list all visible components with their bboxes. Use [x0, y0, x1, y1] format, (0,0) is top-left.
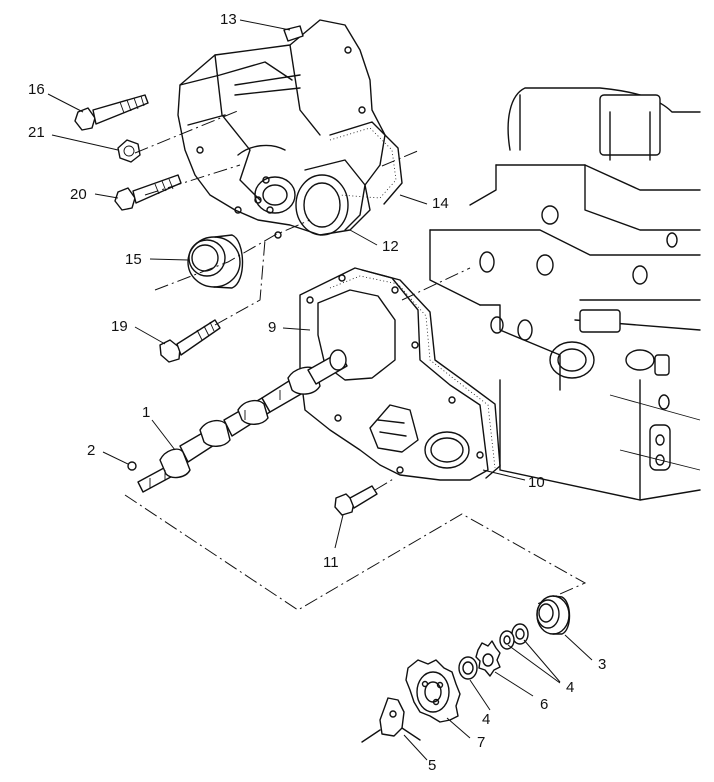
callout-7: 5 — [428, 757, 437, 774]
callout-4-lower: 4 — [482, 711, 491, 728]
washers-4 — [458, 623, 529, 680]
seal-3 — [536, 595, 571, 635]
bolt-16 — [74, 94, 149, 131]
timing-cover — [177, 19, 386, 239]
callout-10: 10 — [528, 474, 545, 491]
assembly-centerlines — [124, 109, 587, 611]
callout-6: 7 — [477, 734, 486, 751]
front-gasket-10 — [329, 275, 496, 469]
callout-21: 21 — [28, 124, 45, 141]
shaft-7 — [361, 697, 421, 743]
bolt-19 — [159, 319, 221, 363]
callout-14: 14 — [432, 195, 449, 212]
callout-4-upper: 4 — [566, 679, 575, 696]
callout-20: 20 — [70, 186, 87, 203]
bolt-11 — [334, 485, 378, 516]
engine-block — [429, 87, 701, 501]
callout-15: 15 — [125, 251, 142, 268]
front-gasket-edge — [361, 269, 501, 479]
nut-21 — [117, 139, 141, 163]
callout-16: 16 — [28, 81, 45, 98]
camshaft-1 — [127, 349, 348, 493]
callout-12: 12 — [382, 238, 399, 255]
cover-gasket-edge — [329, 121, 403, 205]
callout-13: 13 — [220, 11, 237, 28]
cover-gasket — [329, 127, 397, 199]
callout-11: 11 — [323, 554, 339, 571]
callout-3: 3 — [598, 656, 607, 673]
callout-2: 2 — [87, 442, 96, 459]
leader-lines — [47, 19, 593, 761]
callout-9: 9 — [268, 319, 277, 336]
gear-6 — [405, 659, 461, 723]
callout-5: 6 — [540, 696, 549, 713]
bolt-20 — [114, 174, 182, 211]
gear-5 — [475, 640, 501, 677]
callout-1: 1 — [142, 404, 151, 421]
callout-19: 19 — [111, 318, 128, 335]
oil-seal-15 — [187, 234, 244, 289]
